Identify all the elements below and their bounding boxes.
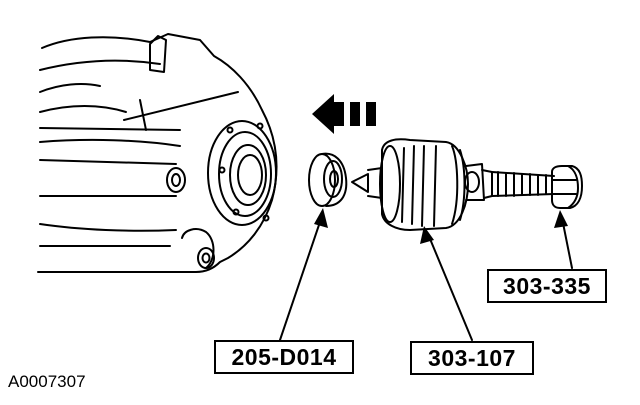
leader-screw	[554, 210, 573, 269]
callout-forcing-screw-303-335: 303-335	[487, 269, 607, 303]
seal-part	[308, 152, 348, 207]
callout-seal-205-D014: 205-D014	[214, 340, 354, 374]
transmission-housing	[37, 33, 278, 273]
forcing-screw	[491, 165, 583, 209]
callout-installer-303-107: 303-107	[410, 341, 534, 375]
leader-installer	[420, 226, 473, 341]
figure-id: A0007307	[8, 372, 86, 391]
leader-seal	[279, 208, 328, 341]
installer-body	[351, 138, 493, 231]
triple-arrow-left-icon	[312, 94, 376, 134]
